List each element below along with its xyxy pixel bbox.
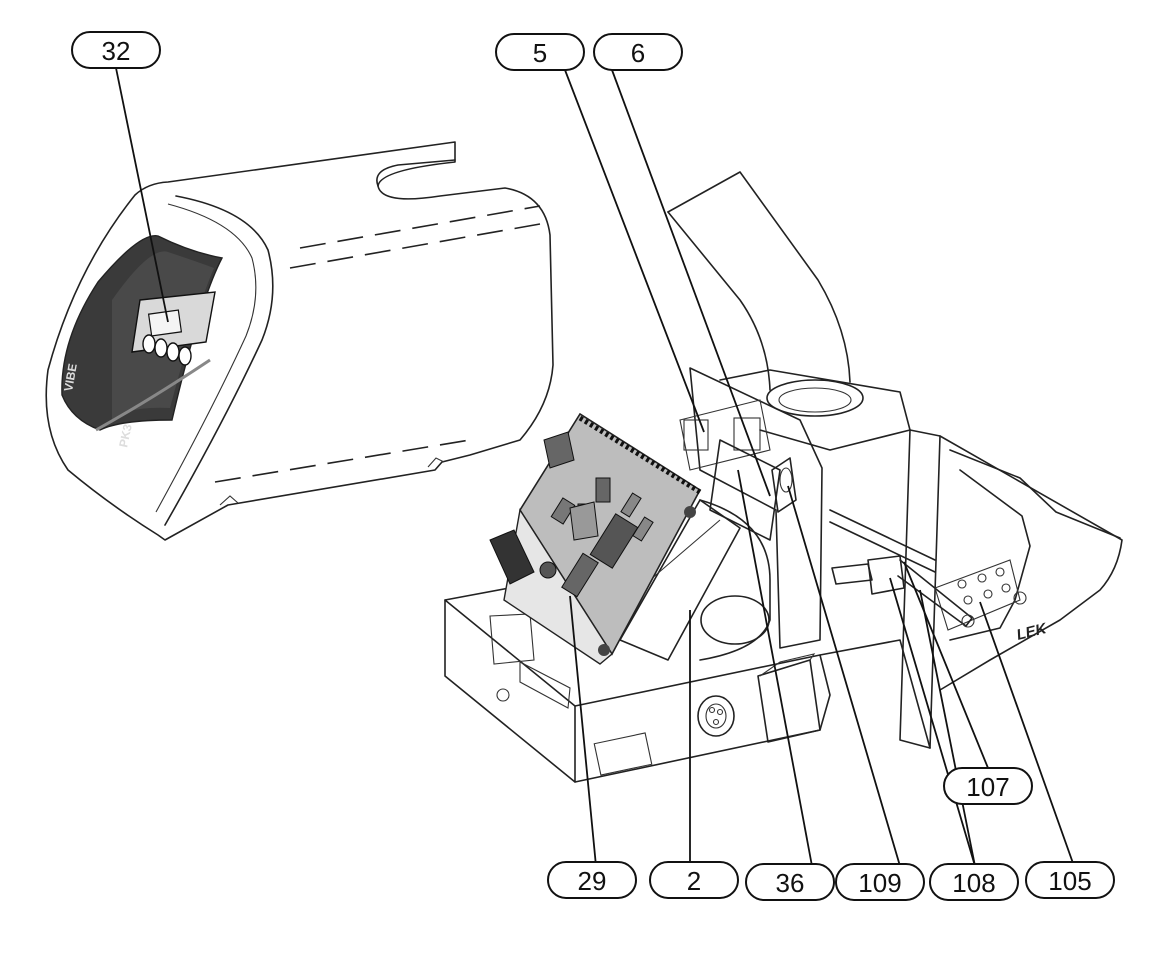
leader-lines: [115, 67, 1075, 867]
control-board: [489, 412, 702, 665]
callout-105-label: 105: [1048, 866, 1091, 896]
callout-105: 105: [1025, 861, 1115, 899]
callout-2-label: 2: [687, 866, 701, 896]
callout-107-label: 107: [966, 772, 1009, 802]
callout-109: 109: [835, 863, 925, 901]
burner-unit: LEK: [444, 171, 1123, 783]
callout-36: 36: [745, 863, 835, 901]
callout-107: 107: [943, 767, 1033, 805]
callout-108-label: 108: [952, 868, 995, 898]
callout-109-label: 109: [858, 868, 901, 898]
callout-6: 6: [593, 33, 683, 71]
feed-chute: [667, 171, 864, 417]
callout-5: 5: [495, 33, 585, 71]
front-cover: VIBE PK3: [45, 141, 554, 541]
callout-108: 108: [929, 863, 1019, 901]
callout-36-label: 36: [776, 868, 805, 898]
cover-brand-label: VIBE: [61, 362, 80, 392]
igniter-rod: [829, 509, 975, 628]
cover-model-label: PK3: [116, 423, 135, 449]
cover-front-panel: VIBE PK3: [61, 235, 224, 449]
burner-brand-label: LEK: [1015, 620, 1049, 644]
callout-5-label: 5: [533, 38, 547, 68]
callout-29-label: 29: [578, 866, 607, 896]
callout-2: 2: [649, 861, 739, 899]
callout-32-label: 32: [102, 36, 131, 66]
callout-32: 32: [71, 31, 161, 69]
callout-6-label: 6: [631, 38, 645, 68]
power-connector: [697, 695, 735, 737]
motor-bracket: [619, 499, 771, 661]
perforated-plate: [934, 559, 1027, 631]
callout-29: 29: [547, 861, 637, 899]
